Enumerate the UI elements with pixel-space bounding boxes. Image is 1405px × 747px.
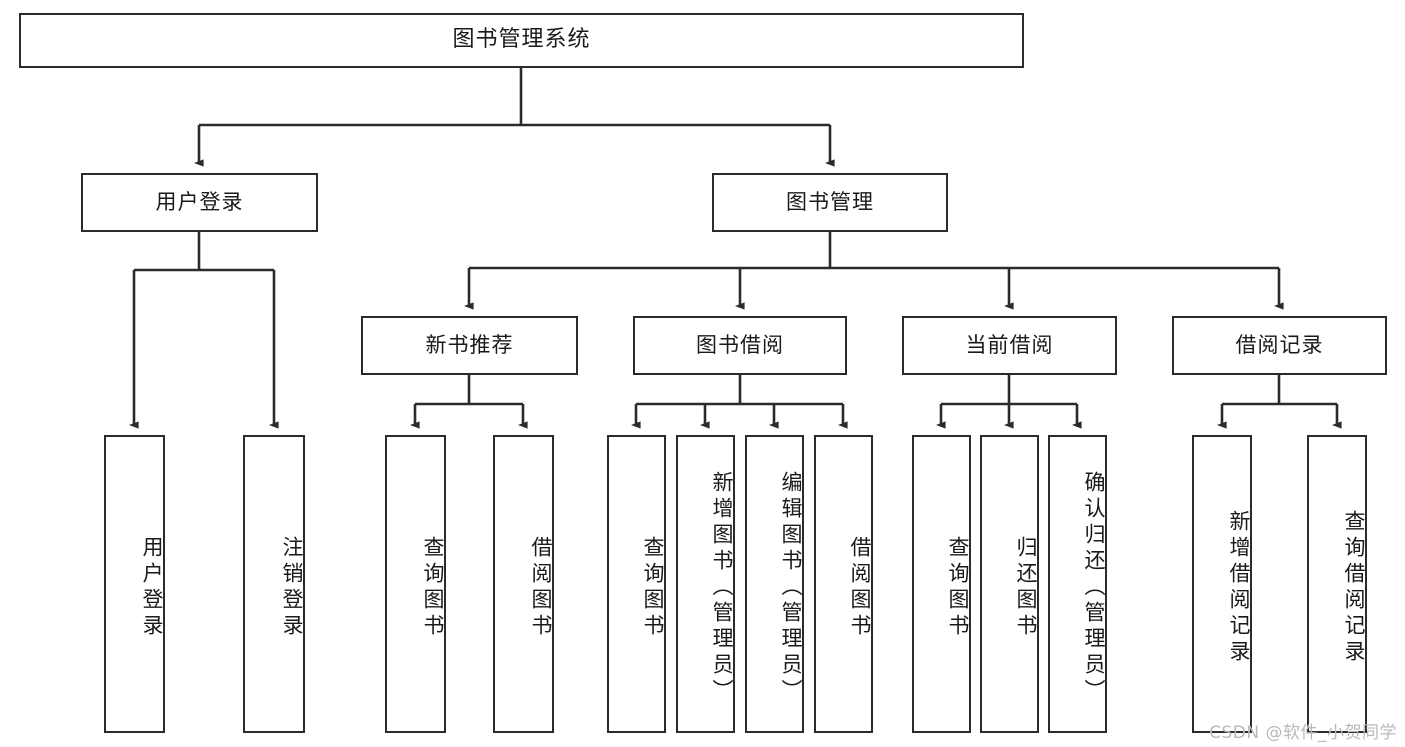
node-root[interactable]: 图书管理系统 (19, 13, 1024, 68)
node-current-borrow[interactable]: 当前借阅 (902, 316, 1117, 375)
node-leaf-edit-book-label: 编辑图书（管理员） (779, 471, 803, 705)
node-leaf-borrow-book-2[interactable]: 借阅图书 (814, 435, 873, 733)
node-leaf-query-book-1-label: 查询图书 (421, 536, 445, 640)
node-leaf-query-book-3[interactable]: 查询图书 (912, 435, 971, 733)
node-leaf-add-book[interactable]: 新增图书（管理员） (676, 435, 735, 733)
node-root-label: 图书管理系统 (452, 27, 591, 53)
node-leaf-user-login-label: 用户登录 (140, 536, 164, 640)
node-leaf-user-login[interactable]: 用户登录 (104, 435, 165, 733)
node-leaf-add-record[interactable]: 新增借阅记录 (1192, 435, 1252, 733)
node-leaf-return-book-label: 归还图书 (1014, 536, 1038, 640)
node-leaf-logout[interactable]: 注销登录 (243, 435, 305, 733)
node-user-login[interactable]: 用户登录 (81, 173, 318, 232)
node-book-manage[interactable]: 图书管理 (712, 173, 948, 232)
node-leaf-query-record-label: 查询借阅记录 (1342, 510, 1366, 666)
node-book-borrow-label: 图书借阅 (696, 332, 784, 357)
node-leaf-confirm-return-label: 确认归还（管理员） (1082, 471, 1106, 705)
node-leaf-confirm-return[interactable]: 确认归还（管理员） (1048, 435, 1107, 733)
node-current-borrow-label: 当前借阅 (965, 332, 1054, 357)
node-leaf-edit-book[interactable]: 编辑图书（管理员） (745, 435, 804, 733)
node-book-borrow[interactable]: 图书借阅 (633, 316, 847, 375)
node-leaf-query-book-2[interactable]: 查询图书 (607, 435, 666, 733)
node-leaf-borrow-book-2-label: 借阅图书 (848, 536, 872, 640)
node-leaf-query-book-1[interactable]: 查询图书 (385, 435, 446, 733)
node-leaf-query-record[interactable]: 查询借阅记录 (1307, 435, 1367, 733)
node-leaf-return-book[interactable]: 归还图书 (980, 435, 1039, 733)
watermark-text: CSDN @软件_小贺同学 (1209, 723, 1397, 743)
node-book-manage-label: 图书管理 (786, 189, 874, 214)
node-new-book-recommend[interactable]: 新书推荐 (361, 316, 578, 375)
node-leaf-borrow-book-1[interactable]: 借阅图书 (493, 435, 554, 733)
node-leaf-logout-label: 注销登录 (280, 536, 304, 640)
node-new-book-recommend-label: 新书推荐 (425, 332, 514, 357)
node-borrow-record-label: 借阅记录 (1235, 332, 1324, 357)
node-leaf-add-record-label: 新增借阅记录 (1227, 510, 1251, 666)
node-user-login-label: 用户登录 (155, 189, 244, 214)
node-leaf-add-book-label: 新增图书（管理员） (710, 471, 734, 705)
node-leaf-query-book-3-label: 查询图书 (946, 536, 970, 640)
node-leaf-borrow-book-1-label: 借阅图书 (529, 536, 553, 640)
node-borrow-record[interactable]: 借阅记录 (1172, 316, 1387, 375)
node-leaf-query-book-2-label: 查询图书 (641, 536, 665, 640)
